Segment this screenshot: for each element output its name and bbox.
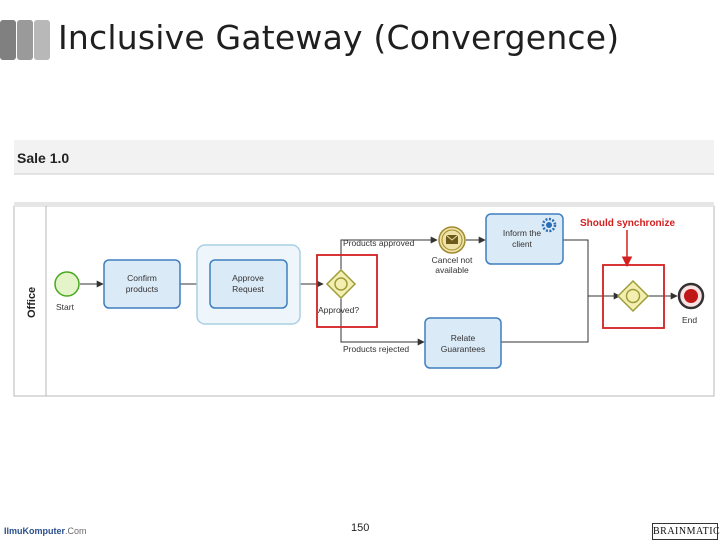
inclusive-gateway-converging-marker	[625, 288, 641, 304]
message-event-inner-ring	[441, 229, 463, 251]
task-confirm-label-line2: products	[126, 284, 159, 294]
task-confirm-products	[103, 259, 181, 309]
bpmn-diagram: Sale 1.0 Office Start Confirm products A…	[13, 140, 715, 397]
slide-title: Inclusive Gateway (Convergence)	[58, 18, 620, 57]
gear-icon	[541, 217, 557, 233]
footer-site-tld: .Com	[65, 526, 87, 536]
task-inform-label-line1: Inform the	[503, 228, 542, 238]
footer-site-name: IlmuKomputer	[4, 526, 66, 536]
task-relate-label-line1: Relate	[451, 333, 476, 343]
inclusive-gateway-marker	[334, 277, 348, 291]
converge-highlight-box	[602, 264, 665, 329]
footer-site-logo: IlmuKomputer.Com	[4, 526, 87, 536]
envelope-flap	[445, 234, 459, 241]
flow-inform-converge	[563, 239, 621, 300]
process-title: Sale 1.0	[17, 150, 69, 166]
task-approve-label-line1: Approve	[232, 273, 264, 283]
flow-relate-converge	[501, 296, 589, 343]
page-number: 150	[351, 522, 370, 534]
diagram-header-band	[14, 140, 714, 174]
annotation-text: Should synchronize	[580, 218, 675, 229]
start-label: Start	[56, 302, 75, 312]
brand-logo: BRAINMATICS	[652, 523, 720, 540]
task-confirm-label-line1: Confirm	[127, 273, 157, 283]
task-inform-label-line2: client	[512, 239, 532, 249]
flow-label-approved: Products approved	[343, 238, 415, 248]
end-event-fill	[684, 289, 698, 303]
title-decoration-bar	[34, 20, 50, 60]
inclusive-gateway-converging	[616, 279, 650, 313]
title-decoration-bar	[0, 20, 16, 60]
event-cancel-label-line1: Cancel not	[432, 255, 473, 265]
task-inform-client	[485, 213, 564, 265]
end-label: End	[682, 315, 697, 325]
task-approve-request	[209, 259, 288, 309]
pool-top-band	[14, 202, 714, 207]
flow-approved	[340, 236, 438, 270]
task-relate-guarantees	[424, 317, 502, 369]
inclusive-gateway-diverging	[325, 268, 357, 300]
title-decoration-bar	[17, 20, 33, 60]
event-cancel-label-line2: available	[435, 265, 469, 275]
task-approve-label-line2: Request	[232, 284, 264, 294]
flow-rejected	[340, 298, 425, 346]
flow-label-rejected: Products rejected	[343, 344, 409, 354]
lane-label: Office	[26, 287, 38, 318]
gateway-label: Approved?	[318, 305, 359, 315]
task-relate-label-line2: Guarantees	[441, 344, 485, 354]
gateway-highlight-box	[316, 254, 378, 328]
start-event	[54, 271, 80, 297]
